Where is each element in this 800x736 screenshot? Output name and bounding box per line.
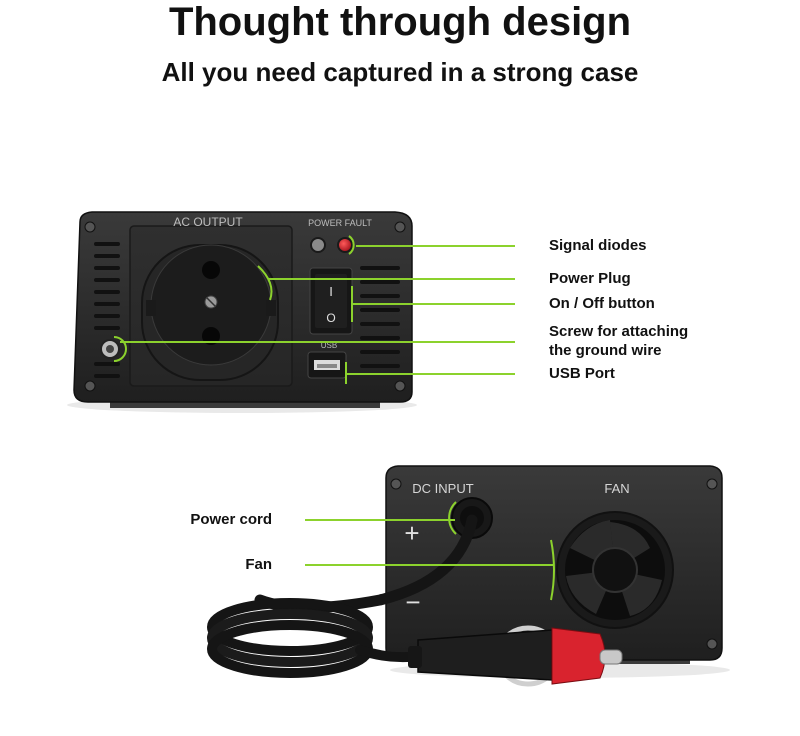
callout-signal-diodes: Signal diodes [549,237,647,254]
plus-mark: + [404,518,419,548]
page-subtitle: All you need captured in a strong case [161,57,639,87]
switch-on-mark: I [329,284,333,299]
callout-power-plug: Power Plug [549,270,631,287]
callout-screw-line-2: the ground wire [549,342,662,359]
switch-off-mark: O [326,311,335,325]
callout-lines [113,235,555,601]
fan-panel-label: FAN [604,481,629,496]
minus-mark: − [405,587,420,617]
dc-input-label: DC INPUT [412,481,473,496]
usb-label: USB [321,341,337,350]
callout-fan: Fan [245,556,272,573]
ac-output-label: AC OUTPUT [173,215,243,229]
callout-power-cord: Power cord [190,511,272,528]
callout-screw-line-1: Screw for attaching [549,323,689,340]
front-panel [67,211,417,413]
power-fault-label: POWER FAULT [308,218,372,228]
rear-panel [207,465,730,687]
callout-usb-port: USB Port [549,365,615,382]
page-title: Thought through design [168,0,632,44]
callout-on-off-button: On / Off button [549,295,655,312]
